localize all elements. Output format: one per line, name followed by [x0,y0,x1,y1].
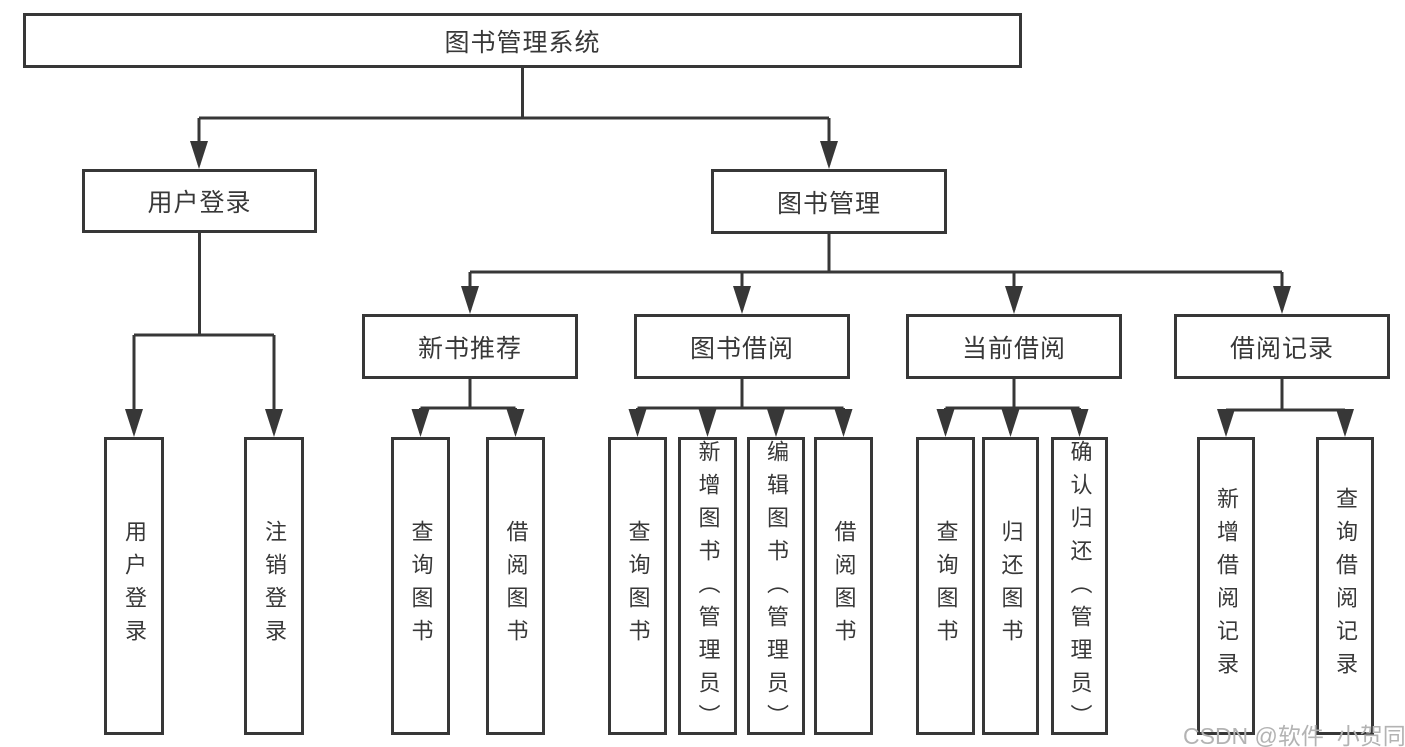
node-borrow-records: 借阅记录 [1174,314,1390,379]
connector-root-to-level2 [197,68,831,165]
arrowheads-level2 [190,141,838,169]
leaf-borrow-books: 借阅图书 [814,437,873,735]
leaf-logout: 注销登录 [244,437,304,735]
leaf-query-books-recommend: 查询图书 [391,437,450,735]
leaf-add-books-admin: 新增图书（管理员） [678,437,737,737]
arrowheads-current-borrow-leaves [936,409,1089,437]
csdn-watermark: CSDN @软件_小贺同学 [1183,723,1405,747]
arrowheads-new-book-leaves [411,409,525,437]
leaf-query-books-current: 查询图书 [916,437,975,735]
connector-user-login-to-leaves [132,233,276,433]
leaf-add-borrow-record: 新增借阅记录 [1197,437,1255,735]
connector-borrow-records-to-leaves [1224,379,1347,433]
arrowheads-user-login-leaves [125,409,283,437]
node-user-login: 用户登录 [82,169,317,233]
leaf-return-books: 归还图书 [982,437,1039,735]
node-book-management: 图书管理 [711,169,947,234]
arrowheads-borrow-records-leaves [1217,409,1354,437]
arrowheads-book-borrow-leaves [628,409,853,437]
node-root-library-system: 图书管理系统 [23,13,1022,68]
connector-new-book-to-leaves [419,379,517,433]
node-current-borrow: 当前借阅 [906,314,1122,379]
connector-book-borrow-to-leaves [636,379,845,433]
leaf-edit-books-admin: 编辑图书（管理员） [747,437,805,737]
leaf-query-borrow-record: 查询借阅记录 [1316,437,1374,735]
connector-book-management-to-level3 [468,234,1284,310]
leaf-borrow-books-recommend: 借阅图书 [486,437,545,735]
leaf-query-books-borrow: 查询图书 [608,437,667,735]
arrowheads-level3 [461,286,1291,314]
node-book-borrow: 图书借阅 [634,314,850,379]
node-new-book-recommend: 新书推荐 [362,314,578,379]
leaf-confirm-return-admin: 确认归还（管理员） [1051,437,1108,737]
leaf-user-login: 用户登录 [104,437,164,735]
